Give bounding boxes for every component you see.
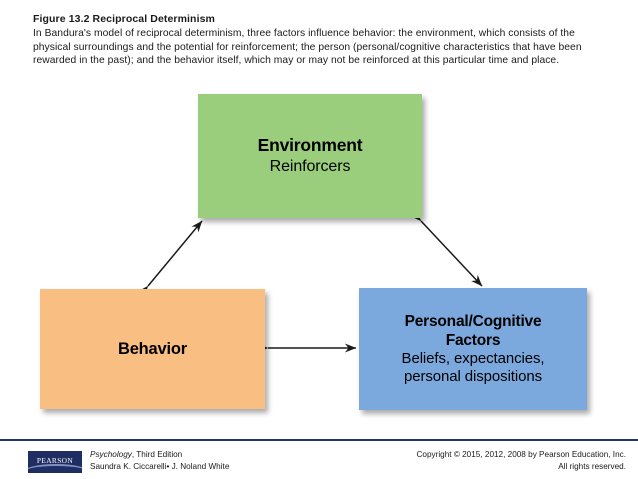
- figure-caption-title: Figure 13.2 Reciprocal Determinism: [33, 13, 215, 25]
- reciprocal-determinism-diagram: Environment Reinforcers Behavior Persona…: [40, 94, 587, 410]
- node-behavior-heading: Behavior: [117, 340, 187, 358]
- footer-book-title-text: Psychology: [90, 450, 132, 459]
- node-personal-subtext-line2: personal dispositions: [404, 368, 542, 385]
- node-environment[interactable]: Environment Reinforcers: [198, 94, 422, 218]
- pearson-logo-swoosh: [28, 464, 82, 473]
- node-personal-heading-line2: Factors: [445, 331, 501, 349]
- pearson-logo-text: PEARSON: [36, 456, 74, 465]
- connector-environment-personal: [410, 209, 483, 287]
- node-personal-subtext-line1: Beliefs, expectancies,: [401, 349, 545, 367]
- footer-book-title: Psychology, Third Edition: [90, 449, 229, 461]
- footer-authors: Saundra K. Ciccarelli• J. Noland White: [90, 461, 230, 471]
- footer-book-edition: , Third Edition: [131, 450, 183, 459]
- figure-caption: Figure 13.2 Reciprocal Determinism In Ba…: [33, 13, 608, 68]
- figure-caption-body: In Bandura's model of reciprocal determi…: [33, 28, 582, 67]
- footer-rights-line: All rights reserved.: [558, 461, 626, 471]
- slide-footer: PEARSON Psychology, Third Edition Saundr…: [0, 435, 638, 479]
- node-behavior[interactable]: Behavior: [40, 289, 265, 409]
- footer-copyright-line: Copyright © 2015, 2012, 2008 by Pearson …: [416, 450, 627, 459]
- footer-copyright: Copyright © 2015, 2012, 2008 by Pearson …: [417, 449, 627, 472]
- footer-divider: [0, 439, 638, 441]
- node-personal-heading-line1: Personal/Cognitive: [404, 312, 542, 330]
- footer-attribution: Psychology, Third Edition Saundra K. Cic…: [90, 449, 229, 472]
- pearson-logo: PEARSON: [28, 451, 82, 473]
- connector-behavior-environment: [137, 220, 203, 298]
- node-environment-subtext: Reinforcers: [269, 158, 351, 175]
- node-personal-cognitive-factors[interactable]: Personal/Cognitive Factors Beliefs, expe…: [359, 288, 587, 410]
- node-environment-heading: Environment: [257, 135, 363, 155]
